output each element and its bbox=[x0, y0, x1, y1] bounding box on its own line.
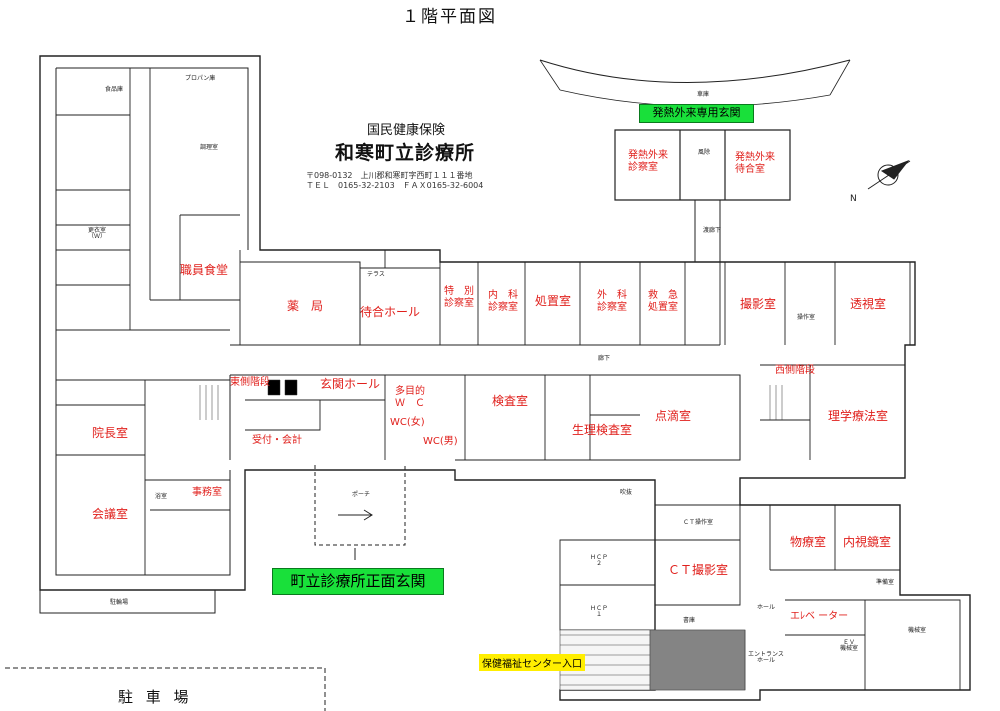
physiology-lab-room: 生理検査室 bbox=[572, 423, 633, 437]
propane-label: プロパン庫 bbox=[185, 75, 216, 82]
physiotherapy-storage-room: 物療室 bbox=[790, 535, 827, 549]
treatment-room: 処置室 bbox=[535, 294, 572, 308]
west-stairs: 西側階段 bbox=[775, 365, 815, 376]
clinic-tel: ＴＥＬ 0165-32-2103 ＦＡＸ0165-32-6004 bbox=[306, 181, 484, 190]
clinic-address: 〒098-0132 上川郡和寒町字西町１１１番地 bbox=[306, 171, 473, 180]
windbreak-label: 風除 bbox=[698, 149, 711, 156]
welfare-center-entrance-label: 保健福祉センター入口 bbox=[479, 654, 585, 671]
endoscopy-room: 内視鏡室 bbox=[843, 535, 892, 549]
hcp1-label: ＨＣＰ １ bbox=[590, 605, 609, 618]
multipurpose-wc: 多目的 Ｗ Ｃ bbox=[395, 386, 425, 409]
bike-parking-label: 駐輪場 bbox=[110, 599, 129, 606]
ev-machine-room-label: ＥＶ 機械室 bbox=[840, 639, 859, 652]
food-storage-label: 食品庫 bbox=[105, 86, 124, 93]
operation-room-label: 操作室 bbox=[797, 314, 816, 321]
hcp2-label: ＨＣＰ ２ bbox=[590, 554, 609, 567]
fever-waiting-room: 発熱外来 待合室 bbox=[735, 152, 775, 175]
pharmacy-room: 薬 局 bbox=[287, 299, 324, 313]
prep-room-label: 準備室 bbox=[876, 579, 895, 586]
physical-therapy-room: 理学療法室 bbox=[828, 409, 889, 423]
elevator: エﾚベ ーター bbox=[790, 611, 849, 622]
entrance-hall: 玄関ホール bbox=[320, 377, 381, 391]
wc-female: WC(女) bbox=[390, 417, 425, 428]
atrium-label: 吹抜 bbox=[620, 489, 633, 496]
clinic-name: 和寒町立診療所 bbox=[335, 142, 476, 164]
emergency-treatment-room: 救 急 処置室 bbox=[648, 290, 678, 313]
waiting-hall: 待合ホール bbox=[360, 305, 421, 319]
porch-label: ポーチ bbox=[352, 491, 371, 498]
reception: 受付・会計 bbox=[252, 435, 302, 446]
staff-dining-room: 職員食堂 bbox=[180, 263, 229, 277]
page-title: １階平面図 bbox=[402, 7, 497, 27]
ct-room: ＣＴ撮影室 bbox=[668, 563, 729, 577]
kitchen-label: 調理室 bbox=[200, 144, 219, 151]
fluoroscopy-room: 透視室 bbox=[850, 297, 887, 311]
machine-room-label: 機械室 bbox=[908, 627, 927, 634]
meeting-room: 会議室 bbox=[92, 507, 129, 521]
ct-control-label: ＣＴ操作室 bbox=[683, 519, 714, 526]
changing-room-label: 更衣室 （Ｗ） bbox=[88, 227, 107, 240]
fever-entrance-label: 発熱外来専用玄関 bbox=[639, 104, 754, 123]
bath-label: 浴室 bbox=[155, 493, 168, 500]
connecting-corridor-label: 渡廊下 bbox=[703, 227, 722, 234]
hall-label: ホール bbox=[757, 604, 776, 611]
fever-exam-room: 発熱外来 診察室 bbox=[628, 150, 668, 173]
north-indicator: N bbox=[850, 194, 857, 204]
parking-label: 駐 車 場 bbox=[118, 688, 193, 706]
east-stairs: 東側階段 bbox=[230, 377, 270, 388]
special-exam-room: 特 別 診察室 bbox=[444, 286, 474, 309]
infusion-room: 点滴室 bbox=[655, 409, 692, 423]
main-entrance-label: 町立診療所正面玄関 bbox=[272, 568, 444, 595]
internal-medicine-exam-room: 内 科 診察室 bbox=[488, 290, 518, 313]
surgery-exam-room: 外 科 診察室 bbox=[597, 290, 627, 313]
corridor-label: 廊下 bbox=[598, 355, 611, 362]
entrance-hall-small-label: エントランス ホール bbox=[748, 651, 784, 664]
archive-label: 書庫 bbox=[683, 617, 696, 624]
terrace-label: テラス bbox=[367, 271, 385, 278]
lab-room: 検査室 bbox=[492, 394, 529, 408]
wc-male: WC(男) bbox=[423, 436, 458, 447]
garage-label: 車庫 bbox=[697, 91, 710, 98]
organization-name: 国民健康保険 bbox=[367, 123, 446, 138]
director-room: 院長室 bbox=[92, 426, 129, 440]
xray-room: 撮影室 bbox=[740, 297, 777, 311]
office-room: 事務室 bbox=[192, 487, 222, 498]
